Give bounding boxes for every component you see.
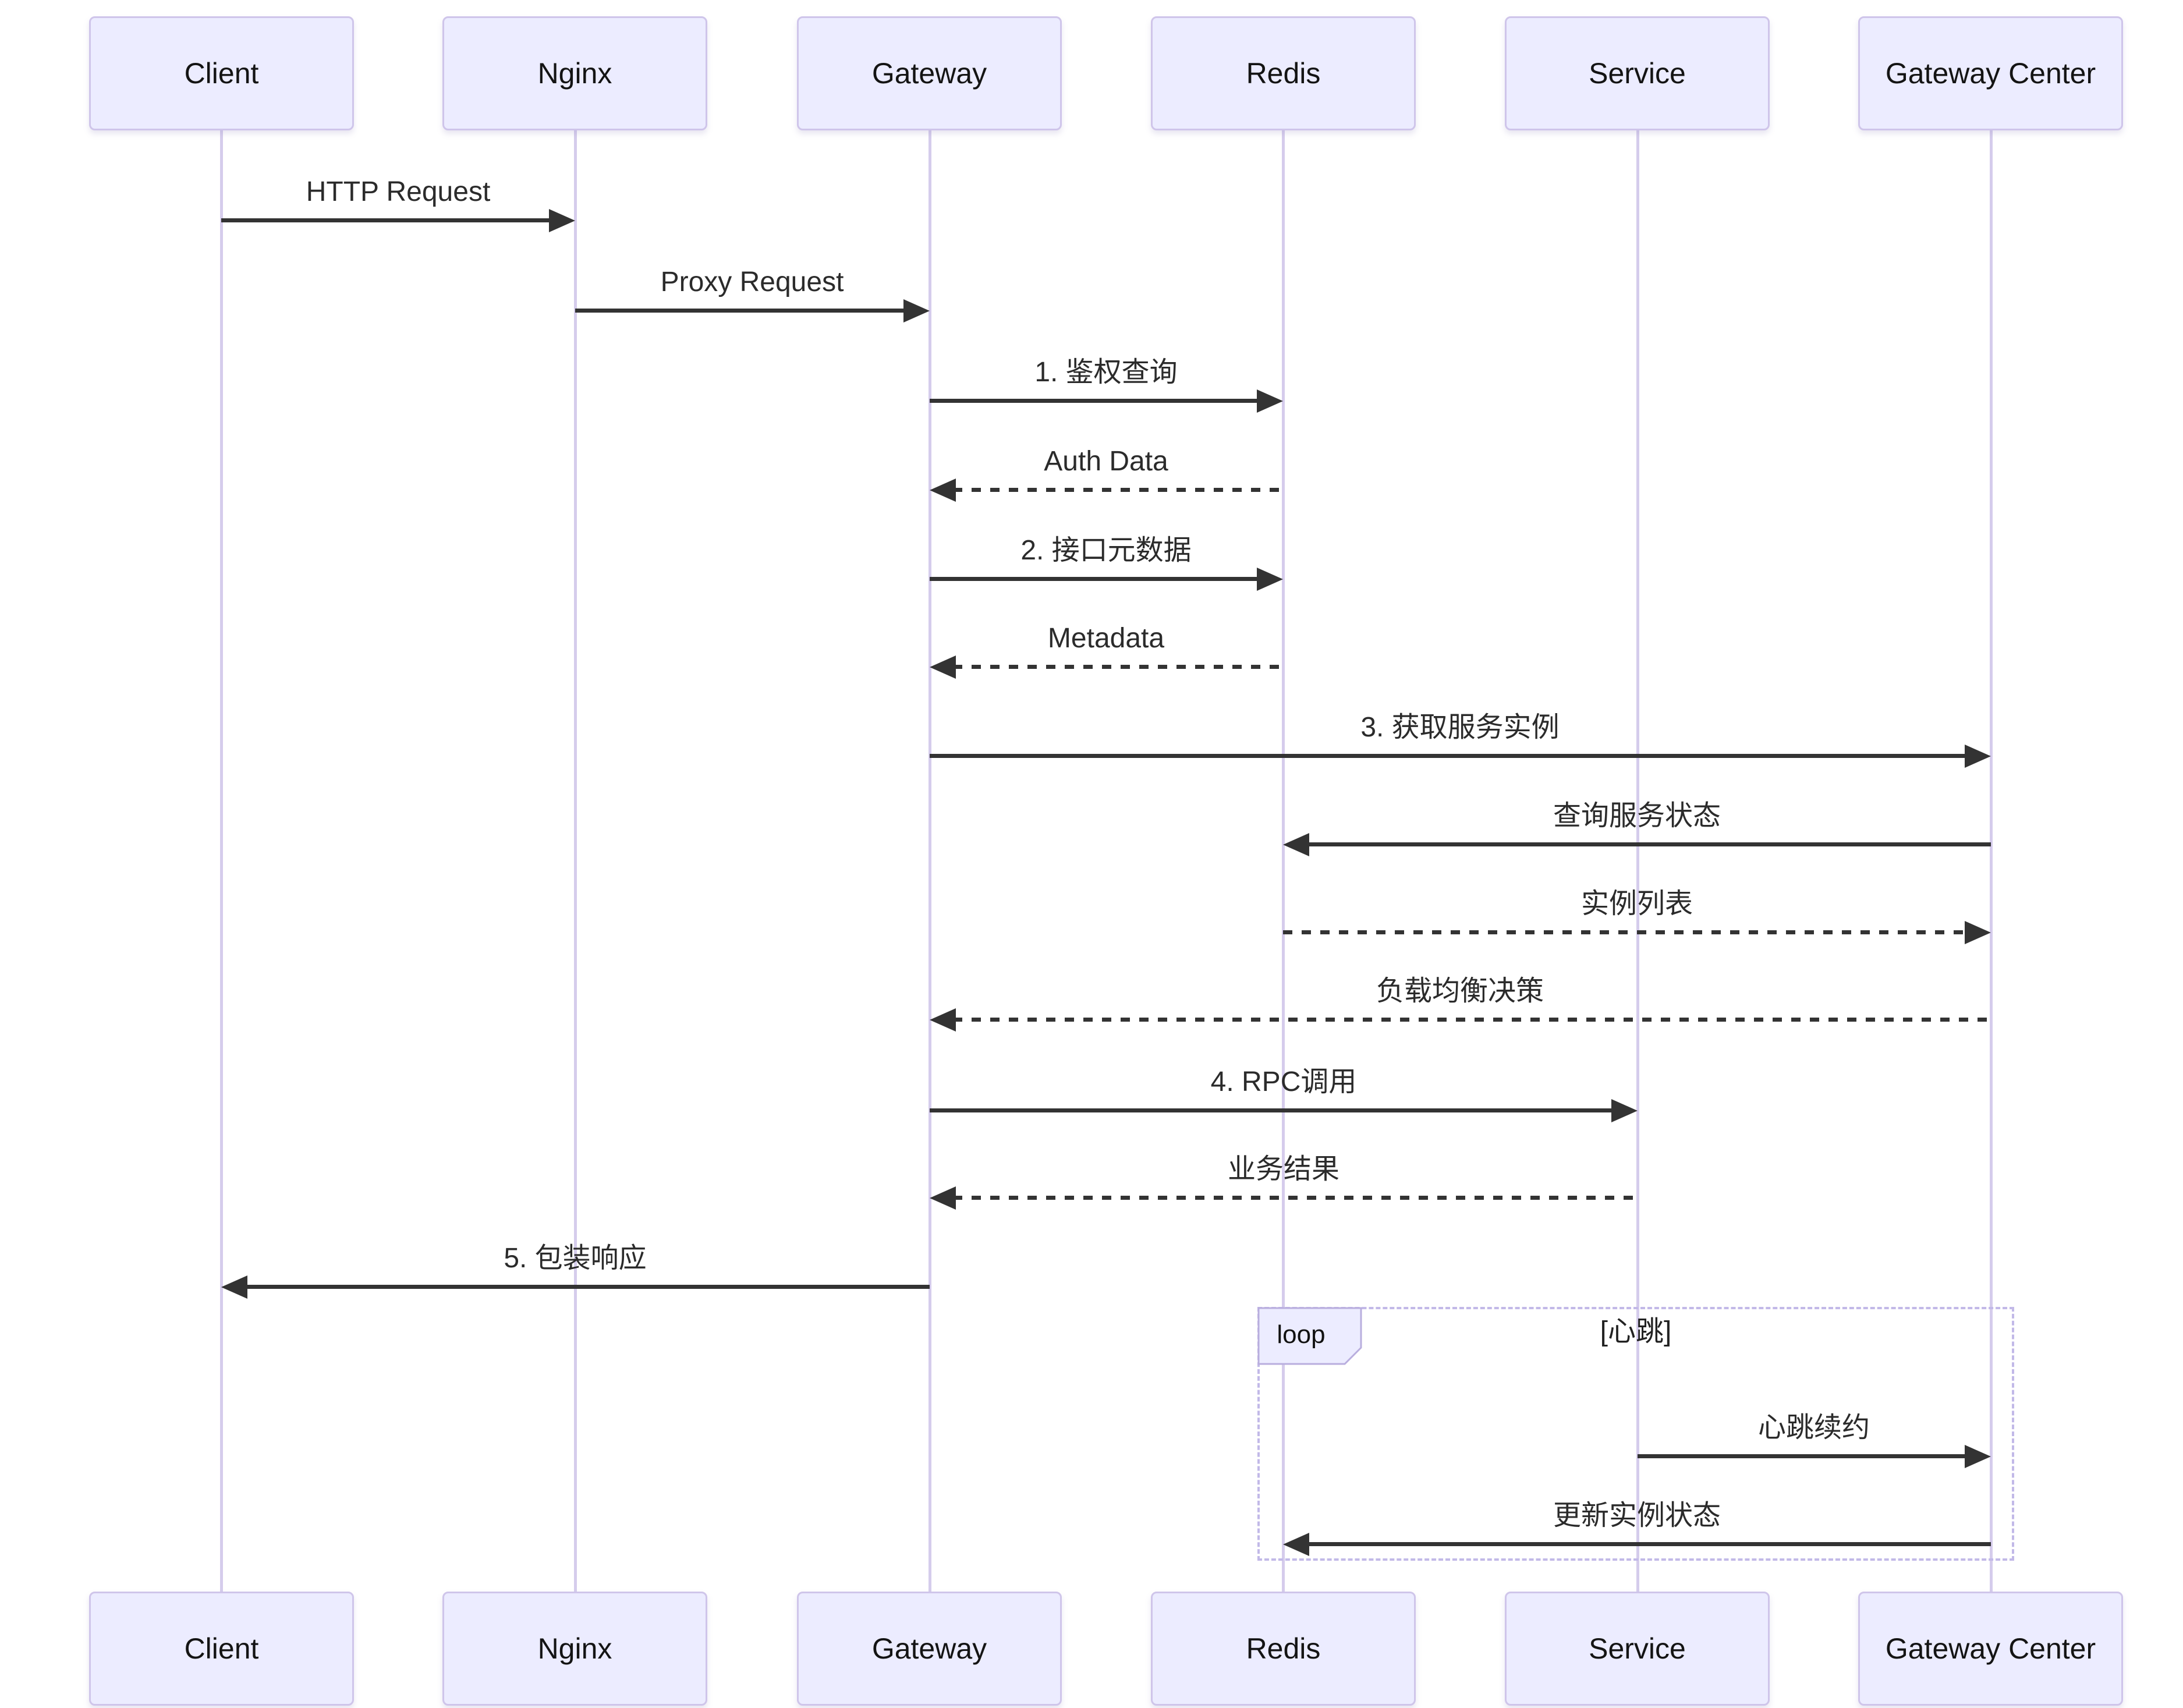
- loop-label-tab: [1257, 1307, 1362, 1365]
- message-label: 4. RPC调用: [1210, 1066, 1357, 1097]
- loop-keyword: loop: [1277, 1320, 1326, 1349]
- actor-top-service: Service: [1505, 16, 1770, 130]
- arrowhead-left-icon: [1283, 1533, 1309, 1556]
- message-label: Metadata: [1047, 623, 1165, 654]
- message-label: 实例列表: [1580, 888, 1693, 919]
- message-line: [575, 309, 906, 313]
- message-label: 更新实例状态: [1553, 1500, 1721, 1531]
- actor-top-gateway-center: Gateway Center: [1858, 16, 2123, 130]
- actor-bottom-gateway-center: Gateway Center: [1858, 1592, 2123, 1706]
- actor-bottom-client: Client: [89, 1592, 354, 1706]
- arrowhead-left-icon: [1283, 833, 1309, 856]
- arrowhead-right-icon: [549, 209, 575, 232]
- message-line: [244, 1285, 930, 1289]
- loop-frame: [1257, 1307, 2014, 1561]
- message-line: [1306, 1542, 1991, 1546]
- actor-top-client: Client: [89, 16, 354, 130]
- message-line: [221, 218, 552, 222]
- arrowhead-right-icon: [1965, 745, 1991, 768]
- message-line: [1283, 930, 1968, 934]
- message-label: 2. 接口元数据: [1020, 535, 1192, 566]
- actor-top-nginx: Nginx: [442, 16, 707, 130]
- lifeline-gateway-center: [1990, 129, 1993, 1592]
- actor-bottom-gateway: Gateway: [797, 1592, 1062, 1706]
- arrowhead-right-icon: [1257, 568, 1283, 591]
- lifeline-gateway: [929, 129, 931, 1592]
- loop-condition: [心跳]: [1600, 1316, 1672, 1347]
- message-label: Auth Data: [1044, 446, 1168, 477]
- actor-bottom-service: Service: [1505, 1592, 1770, 1706]
- message-label: Proxy Request: [660, 267, 844, 297]
- arrowhead-left-icon: [930, 479, 956, 502]
- message-line: [953, 1018, 1991, 1022]
- lifeline-client: [220, 129, 223, 1592]
- arrowhead-left-icon: [930, 1186, 956, 1210]
- arrowhead-left-icon: [930, 655, 956, 679]
- actor-bottom-redis: Redis: [1151, 1592, 1416, 1706]
- lifeline-redis: [1282, 129, 1285, 1592]
- message-line: [930, 1108, 1614, 1112]
- message-label: HTTP Request: [306, 176, 491, 207]
- message-label: 1. 鉴权查询: [1034, 357, 1178, 388]
- message-line: [930, 577, 1260, 581]
- arrowhead-right-icon: [1257, 389, 1283, 413]
- arrowhead-right-icon: [1611, 1099, 1638, 1122]
- arrowhead-right-icon: [1965, 921, 1991, 944]
- arrowhead-right-icon: [903, 299, 930, 323]
- arrowhead-left-icon: [930, 1008, 956, 1032]
- lifeline-service: [1636, 129, 1639, 1592]
- message-line: [930, 399, 1260, 403]
- message-label: 查询服务状态: [1553, 800, 1721, 831]
- message-label: 3. 获取服务实例: [1360, 712, 1560, 743]
- arrowhead-left-icon: [221, 1275, 247, 1299]
- message-label: 心跳续约: [1757, 1412, 1870, 1443]
- message-line: [1306, 842, 1991, 846]
- message-line: [953, 665, 1283, 669]
- lifeline-nginx: [574, 129, 577, 1592]
- message-label: 5. 包装响应: [504, 1243, 647, 1274]
- actor-bottom-nginx: Nginx: [442, 1592, 707, 1706]
- actor-top-gateway: Gateway: [797, 16, 1062, 130]
- message-line: [1638, 1454, 1968, 1458]
- actor-top-redis: Redis: [1151, 16, 1416, 130]
- message-label: 负载均衡决策: [1376, 976, 1544, 1007]
- arrowhead-right-icon: [1965, 1445, 1991, 1468]
- message-line: [953, 1196, 1638, 1200]
- message-line: [930, 754, 1968, 758]
- message-line: [953, 488, 1283, 492]
- message-label: 业务结果: [1227, 1154, 1339, 1185]
